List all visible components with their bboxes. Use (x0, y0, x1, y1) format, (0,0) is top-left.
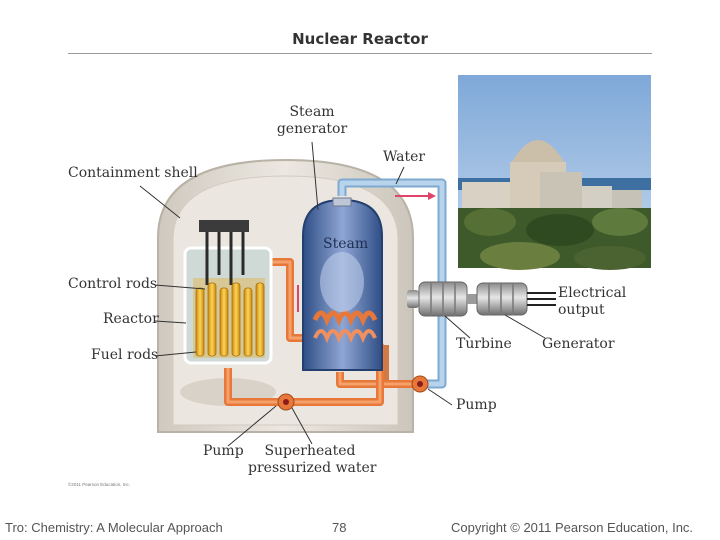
footer-page-number: 78 (332, 520, 347, 535)
label-electrical-output-line2: output (558, 302, 605, 318)
label-electrical-output: Electrical output (558, 285, 626, 319)
primary-pump (277, 393, 295, 411)
steam-generator-vessel (302, 197, 383, 371)
label-superheated-line2: pressurized water (248, 460, 377, 476)
slide-title: Nuclear Reactor (292, 30, 428, 48)
copyright-credit: ©2011 Pearson Education, Inc. (68, 482, 131, 487)
label-turbine: Turbine (456, 336, 512, 352)
label-water: Water (383, 149, 426, 165)
label-steam-generator-line1: Steam (289, 104, 335, 120)
control-rods (205, 232, 245, 285)
label-pump-bottom: Pump (203, 443, 244, 459)
label-fuel-rods: Fuel rods (91, 347, 159, 363)
label-superheated-water: Superheated pressurized water (248, 443, 377, 477)
title-divider (68, 53, 652, 54)
label-reactor: Reactor (103, 311, 159, 327)
label-steam: Steam (323, 236, 369, 252)
footer-copyright: Copyright © 2011 Pearson Education, Inc. (451, 520, 694, 535)
turbine (407, 281, 468, 317)
label-electrical-output-line1: Electrical (558, 285, 627, 301)
label-steam-generator-line2: generator (276, 121, 348, 137)
label-steam-generator: Steam generator (270, 104, 354, 138)
label-containment-shell: Containment shell (68, 165, 198, 181)
water-pipe (336, 178, 447, 389)
feedwater-pump (411, 375, 429, 393)
fuel-rods (195, 282, 265, 357)
power-plant-photo (458, 75, 651, 270)
footer-book-title: Tro: Chemistry: A Molecular Approach (5, 520, 223, 535)
generator (467, 282, 556, 316)
leader-lines (139, 141, 546, 447)
label-superheated-line1: Superheated (264, 443, 356, 459)
water-inlet-arrow (395, 192, 436, 200)
label-pump-right: Pump (456, 397, 497, 413)
label-generator: Generator (542, 336, 615, 352)
label-control-rods: Control rods (68, 276, 158, 292)
